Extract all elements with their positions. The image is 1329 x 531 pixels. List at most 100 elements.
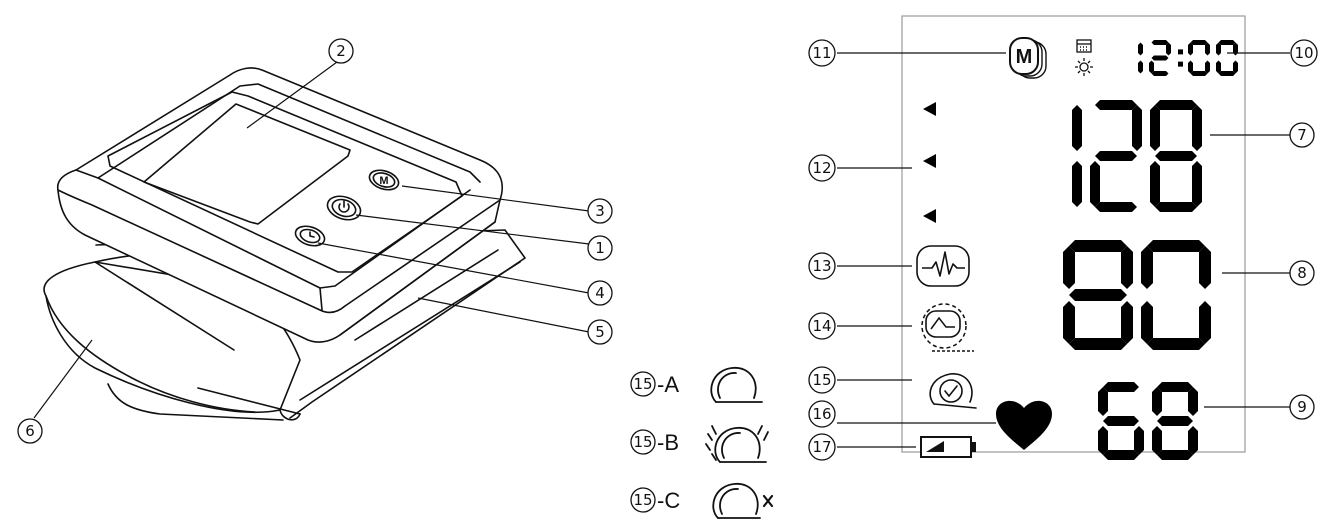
segment-a xyxy=(1151,40,1169,45)
callout-8: 8 xyxy=(1289,260,1315,286)
cuff-vibrating-icon xyxy=(705,425,769,463)
segment-f xyxy=(1216,42,1221,56)
cuff-error-icon xyxy=(712,483,774,519)
callout-2: 2 xyxy=(328,38,354,64)
colon-dot xyxy=(1178,61,1183,67)
segment-b xyxy=(1192,105,1202,151)
segment-g xyxy=(1157,416,1193,426)
segment-b xyxy=(1132,105,1142,151)
segment-e xyxy=(1216,60,1221,74)
segment-c xyxy=(1121,301,1133,344)
callout-number: 17 xyxy=(812,438,831,456)
segment-b xyxy=(1138,42,1143,56)
segment-d xyxy=(1069,338,1127,350)
segment-a xyxy=(1157,382,1193,392)
movement-icon xyxy=(921,303,974,352)
segment-d xyxy=(1155,202,1197,212)
callout-17: 17 xyxy=(808,433,836,461)
variant-15-a: 15 -A xyxy=(630,367,763,403)
digit-2 xyxy=(1090,100,1142,212)
variant-number: 15 xyxy=(633,375,652,393)
callout-number: 15 xyxy=(812,371,831,389)
callout-number: 5 xyxy=(595,323,605,341)
irregular-heartbeat-icon xyxy=(916,245,970,287)
segment-e xyxy=(1150,161,1160,207)
variant-number: 15 xyxy=(633,433,652,451)
indicator-triangle xyxy=(923,102,936,116)
variant-suffix: -C xyxy=(657,488,680,513)
segment-c xyxy=(1233,60,1238,74)
power-icon xyxy=(338,200,350,213)
device-housing xyxy=(56,67,504,343)
digit-0 xyxy=(1216,40,1238,76)
segment-e xyxy=(1090,161,1100,207)
lcd-display-frame xyxy=(901,15,1246,453)
callout-15: 15 xyxy=(808,366,836,394)
memory-icon: M xyxy=(1009,37,1047,79)
digit-2 xyxy=(1149,40,1171,76)
segment-b xyxy=(1233,42,1238,56)
segment-b xyxy=(1072,105,1082,151)
segment-e xyxy=(1098,426,1108,455)
segment-a xyxy=(1218,40,1236,45)
callout-3: 3 xyxy=(587,198,613,224)
power-button[interactable] xyxy=(324,192,363,223)
segment-g xyxy=(1069,289,1127,301)
battery-icon xyxy=(920,436,976,458)
segment-f xyxy=(1098,387,1108,416)
callout-7: 7 xyxy=(1289,122,1315,148)
callout-number: 10 xyxy=(1294,44,1313,62)
segment-g xyxy=(1155,151,1197,161)
callout-number: 1 xyxy=(595,239,605,257)
clock-icon xyxy=(309,231,315,238)
segment-d xyxy=(1190,71,1208,76)
digit-0 xyxy=(1188,40,1210,76)
callout-13: 13 xyxy=(808,252,836,280)
diastolic-readout xyxy=(1063,240,1211,350)
pulse-readout xyxy=(1098,382,1198,460)
segment-f xyxy=(1152,387,1162,416)
segment-a xyxy=(1155,100,1197,110)
callout-16: 16 xyxy=(808,400,836,428)
variant-number: 15 xyxy=(633,491,652,509)
callout-number: 11 xyxy=(812,44,831,62)
segment-c xyxy=(1192,161,1202,207)
segment-a xyxy=(1095,100,1137,110)
callout-number: 12 xyxy=(812,159,831,177)
segment-g xyxy=(1151,55,1169,61)
callout-11: 11 xyxy=(808,39,836,67)
colon-dot xyxy=(1178,49,1183,55)
memory-button[interactable]: M xyxy=(367,167,401,193)
segment-d xyxy=(1151,71,1169,76)
segment-d xyxy=(1103,450,1139,460)
segment-f xyxy=(1188,42,1193,56)
segment-a xyxy=(1069,240,1127,252)
segment-a xyxy=(1147,240,1205,252)
callout-number: 2 xyxy=(336,42,346,60)
variant-15-c: 15 -C xyxy=(630,483,774,519)
segment-c xyxy=(1138,60,1143,74)
segment-e xyxy=(1063,301,1075,344)
callout-5: 5 xyxy=(587,319,613,345)
segment-d xyxy=(1147,338,1205,350)
cuff-check-icon xyxy=(929,373,977,409)
segment-e xyxy=(1141,301,1153,344)
callout-6: 6 xyxy=(17,418,43,444)
digit-0 xyxy=(1141,240,1211,350)
callout-number: 8 xyxy=(1297,264,1307,282)
callout-number: 4 xyxy=(595,284,605,302)
blood-pressure-monitor-device: M xyxy=(43,67,526,421)
segment-c xyxy=(1072,161,1082,207)
variant-15-b: 15 -B xyxy=(630,425,769,463)
callout-number: 7 xyxy=(1297,126,1307,144)
callout-4: 4 xyxy=(587,280,613,306)
segment-c xyxy=(1188,426,1198,455)
callout-number: 9 xyxy=(1297,398,1307,416)
time-readout xyxy=(1138,40,1238,76)
digit-8 xyxy=(1063,240,1133,350)
segment-c xyxy=(1205,60,1210,74)
callout-1: 1 xyxy=(587,235,613,261)
digit-6 xyxy=(1098,382,1144,460)
clock-button[interactable] xyxy=(293,223,327,249)
segment-d xyxy=(1157,450,1193,460)
